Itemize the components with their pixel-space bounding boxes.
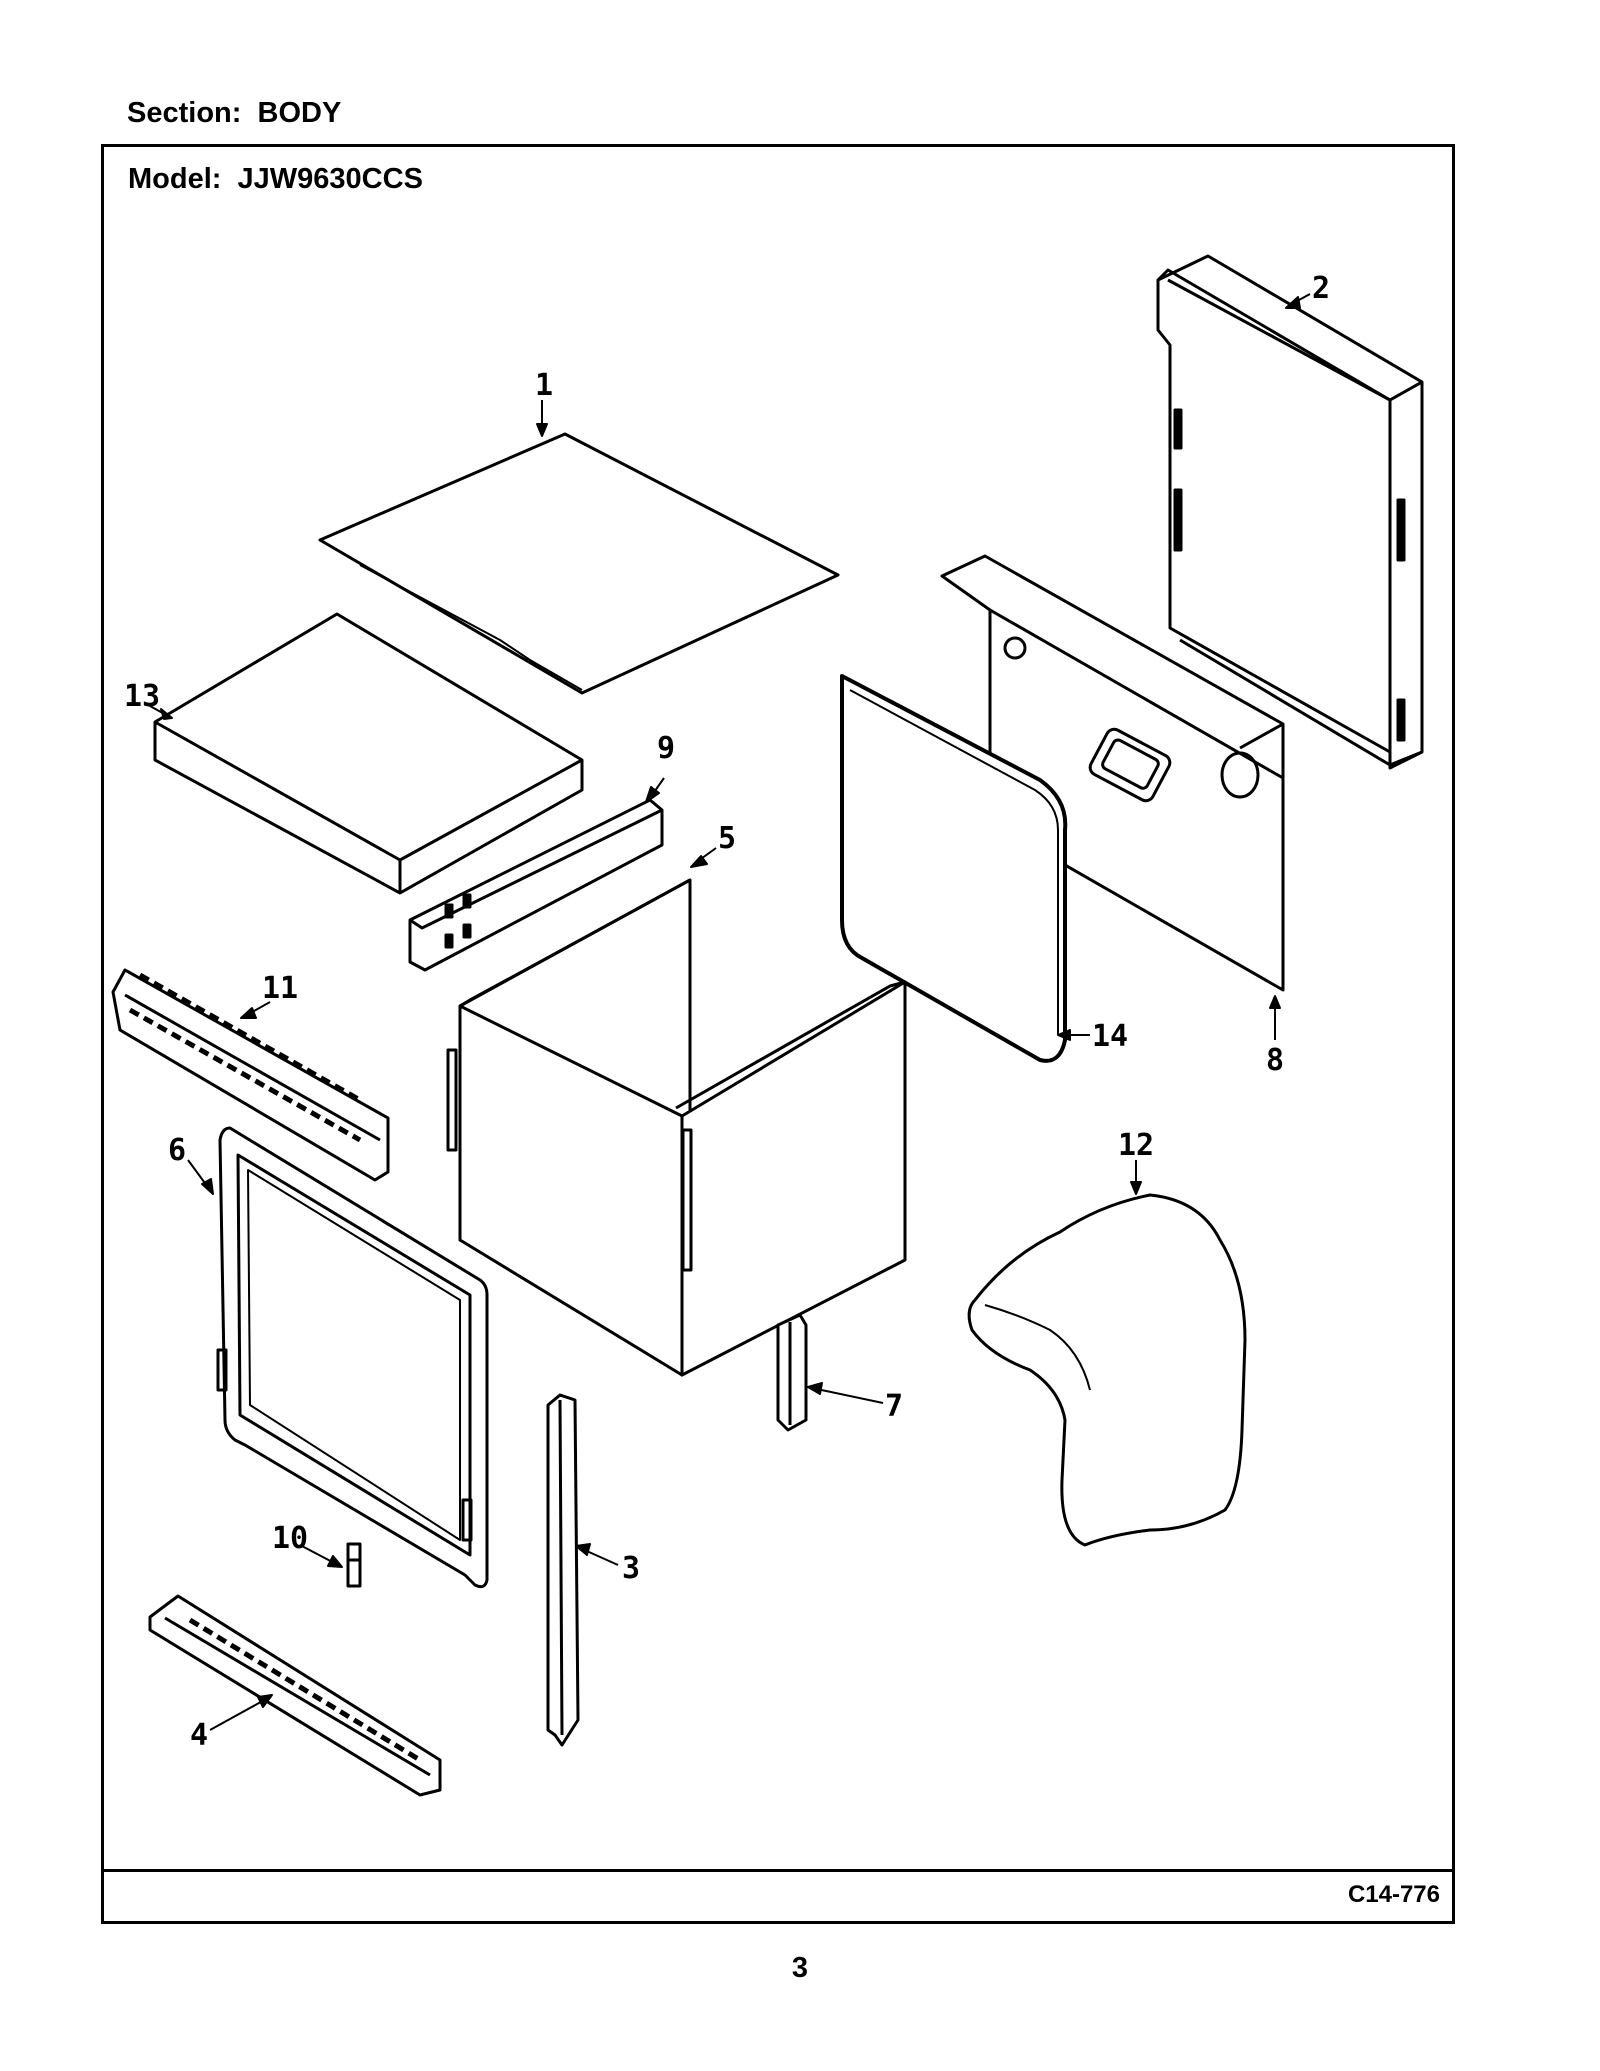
diagram-frame: Model: JJW9630CCS C14-776 [101,144,1455,1924]
callout-1: 1 [535,368,553,403]
callout-8: 8 [1266,1043,1284,1078]
callout-11: 11 [262,971,298,1006]
part-13-insulation-pad [153,612,584,895]
leader-lines [149,293,1311,1731]
callout-4: 4 [190,1718,208,1753]
callout-9: 9 [657,731,675,766]
body-cavity [446,878,907,1377]
part-8-back-panel [940,554,1285,992]
part-10-clip [346,1542,362,1588]
page-number: 3 [791,1952,809,1984]
part-1-top-panel [318,432,840,695]
callout-7: 7 [885,1389,903,1424]
part-9-bracket [408,798,664,972]
part-6-front-frame [216,1126,489,1589]
callout-2: 2 [1312,271,1330,306]
callout-10: 10 [272,1521,308,1556]
part-2-rear-frame [1156,254,1424,770]
callout-3: 3 [622,1551,640,1586]
section-title: Section: BODY [127,97,342,129]
callout-6: 6 [168,1133,186,1168]
callout-14: 14 [1092,1019,1128,1054]
part-7-channel [776,1313,808,1432]
part-11-front-rail [111,968,390,1182]
part-14-gasket [840,674,1068,1063]
part-3-vertical-trim [546,1393,580,1747]
callout-13: 13 [124,679,160,714]
callout-12: 12 [1118,1128,1154,1163]
part-12-insulation-blanket [967,1193,1247,1547]
part-4-bottom-rail [148,1594,442,1797]
diagram-code: C14-776 [1347,1881,1440,1908]
callout-5: 5 [718,821,736,856]
footer-divider [104,1869,1452,1872]
model-title: Model: JJW9630CCS [128,163,423,195]
